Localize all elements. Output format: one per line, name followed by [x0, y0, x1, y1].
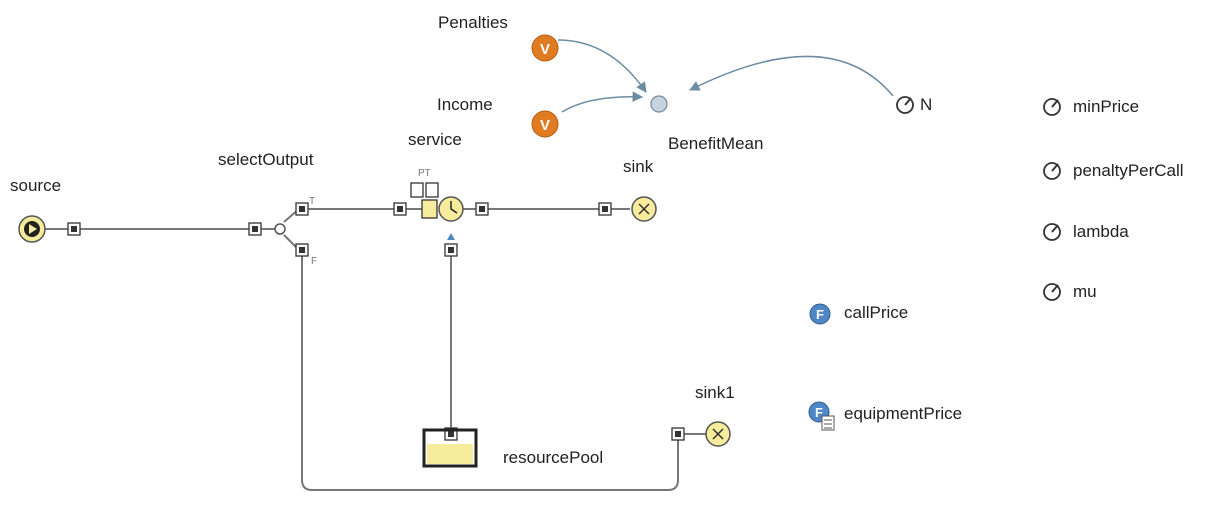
- function-icon: [809, 303, 831, 325]
- call-price-label: callPrice: [844, 303, 909, 322]
- resource-arrow-icon: [447, 233, 455, 240]
- sink-block[interactable]: [631, 196, 657, 222]
- call-price-function[interactable]: [809, 303, 831, 325]
- source-label: source: [10, 176, 62, 195]
- income-label: Income: [437, 95, 493, 114]
- param-min-price[interactable]: [1043, 98, 1061, 116]
- port-dot: [479, 206, 485, 212]
- resource-pool-block[interactable]: [422, 428, 478, 468]
- variable-glyph: V: [540, 117, 550, 134]
- income-variable[interactable]: [531, 110, 559, 138]
- variable-glyph: V: [540, 41, 550, 58]
- penalties-variable[interactable]: [531, 34, 559, 62]
- service-label: service: [408, 130, 462, 149]
- param-mu[interactable]: [1043, 283, 1061, 301]
- param-lambda[interactable]: [1043, 223, 1061, 241]
- param-n[interactable]: [896, 96, 914, 114]
- param-penalty-per-call-label: penaltyPerCall: [1073, 161, 1184, 180]
- param-mu-label: mu: [1073, 282, 1097, 301]
- port-dot: [397, 206, 403, 212]
- service-port-tag: PT: [418, 168, 431, 179]
- select-output-block[interactable]: [274, 223, 286, 235]
- connector-false-sink1: [301, 250, 708, 491]
- sink-x-icon: [638, 203, 650, 215]
- false-port-tag: F: [311, 256, 318, 267]
- sink-label: sink: [623, 157, 654, 176]
- source-block[interactable]: [18, 215, 46, 243]
- sink1-block[interactable]: [705, 421, 731, 447]
- port-dot: [71, 226, 77, 232]
- port-dot: [252, 226, 258, 232]
- param-lambda-label: lambda: [1073, 222, 1129, 241]
- sink1-label: sink1: [695, 383, 735, 402]
- link-penalties-benefit: [557, 39, 647, 93]
- service-block[interactable]: [410, 182, 464, 240]
- resource-pool-label: resourcePool: [503, 448, 604, 467]
- benefit-mean-label: BenefitMean: [668, 134, 764, 153]
- benefit-mean-variable[interactable]: [650, 95, 668, 113]
- param-penalty-per-call[interactable]: [1043, 162, 1061, 180]
- function-glyph: F: [815, 405, 823, 420]
- penalties-label: Penalties: [438, 13, 508, 32]
- param-min-price-label: minPrice: [1073, 97, 1140, 116]
- port-dot: [448, 431, 454, 437]
- link-income-benefit: [561, 91, 644, 113]
- function-glyph: F: [816, 307, 824, 322]
- link-n-benefit: [689, 55, 894, 97]
- equipment-price-function[interactable]: [808, 401, 835, 431]
- sink-x-icon: [712, 428, 724, 440]
- true-port-tag: T: [309, 196, 316, 207]
- param-n-label: N: [920, 95, 933, 114]
- port-dot: [299, 247, 305, 253]
- equipment-price-label: equipmentPrice: [844, 404, 963, 423]
- port-dot: [602, 206, 608, 212]
- port-dot: [448, 247, 454, 253]
- port-dot: [299, 206, 305, 212]
- select-output-label: selectOutput: [218, 150, 314, 169]
- port-dot: [675, 431, 681, 437]
